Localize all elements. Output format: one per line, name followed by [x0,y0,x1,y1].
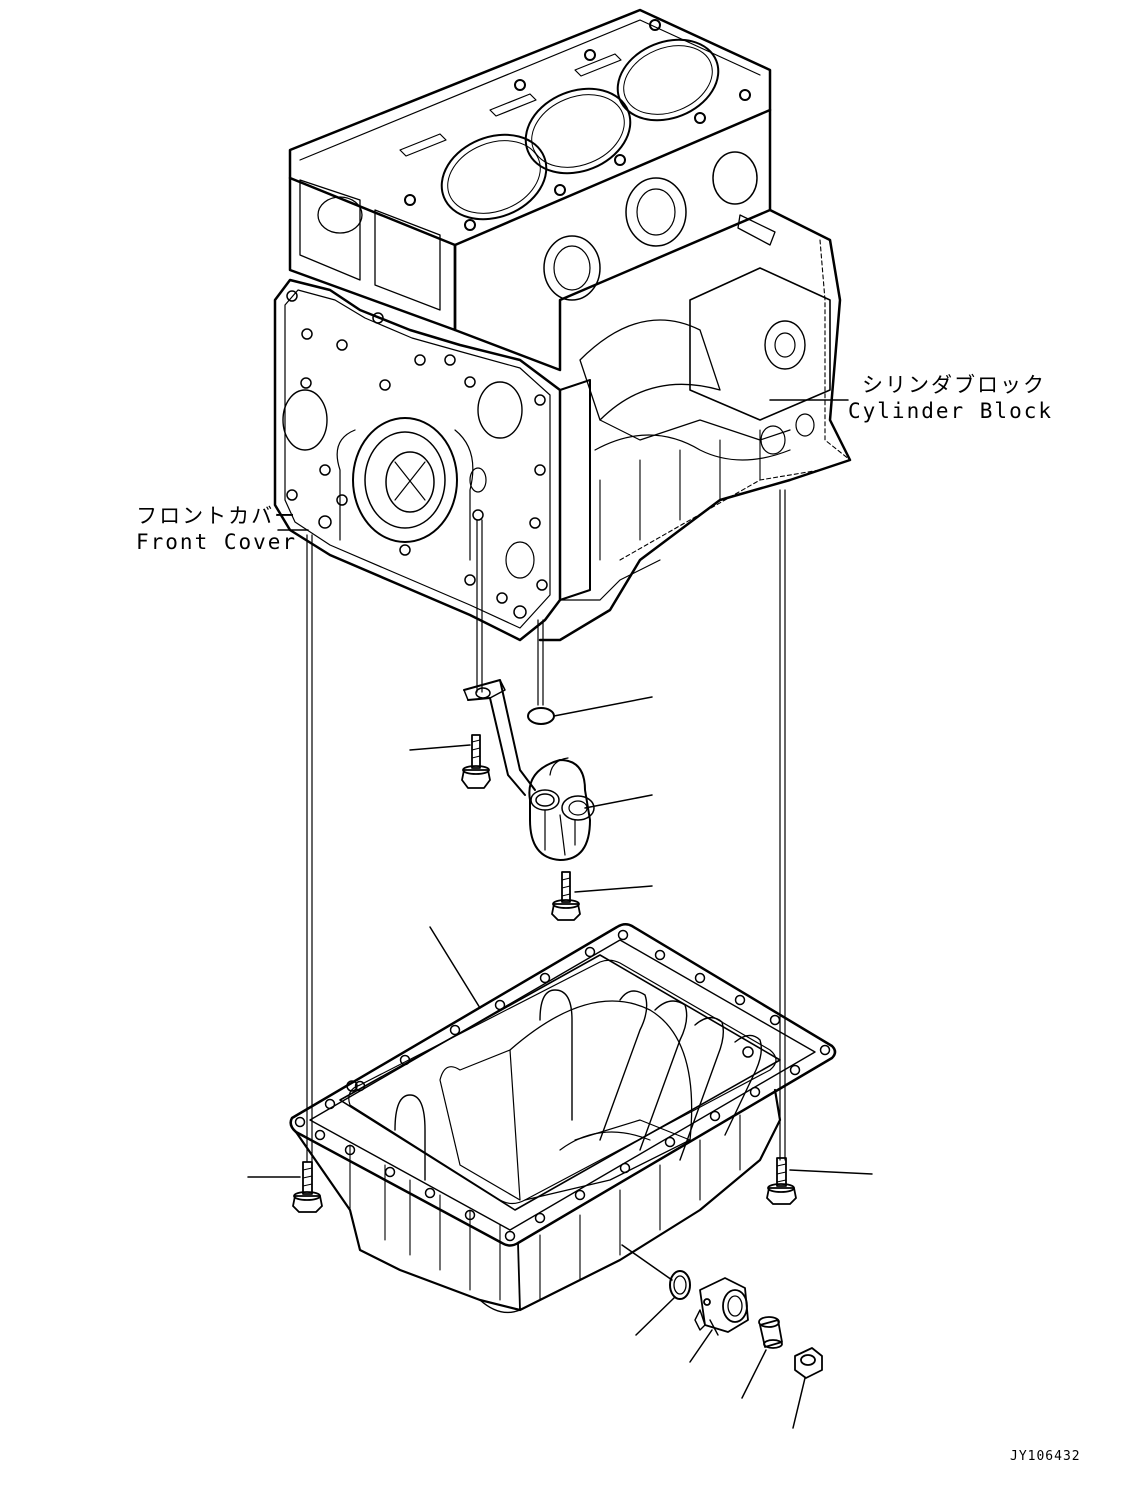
oil-pan [289,923,837,1314]
strainer-bolt-upper [461,734,491,789]
cylinder-block-label: シリンダブロック Cylinder Block [848,372,1053,425]
drawing-code: JY106432 [1010,1449,1081,1464]
cylinder-block [288,8,852,642]
o-ring [527,707,555,725]
pan-bolt-right [766,1157,797,1205]
drain-valve [694,1277,749,1336]
cylinder-block-label-jp: シリンダブロック [862,373,1046,397]
oil-strainer-pipe [463,679,595,861]
leader-lines [247,399,873,1429]
strainer-bolt-lower [551,871,581,921]
drain-gasket [669,1270,691,1300]
drain-sleeve [758,1316,783,1349]
drain-nut [794,1347,823,1379]
front-cover-label-jp: フロントカバー [136,504,298,528]
front-cover-label: フロントカバー Front Cover [136,503,297,556]
alignment-lines [306,489,786,1163]
front-cover-label-en: Front Cover [136,530,298,555]
cylinder-block-label-en: Cylinder Block [848,399,1054,424]
pan-bolt-left [292,1161,323,1213]
front-cover [273,278,591,642]
